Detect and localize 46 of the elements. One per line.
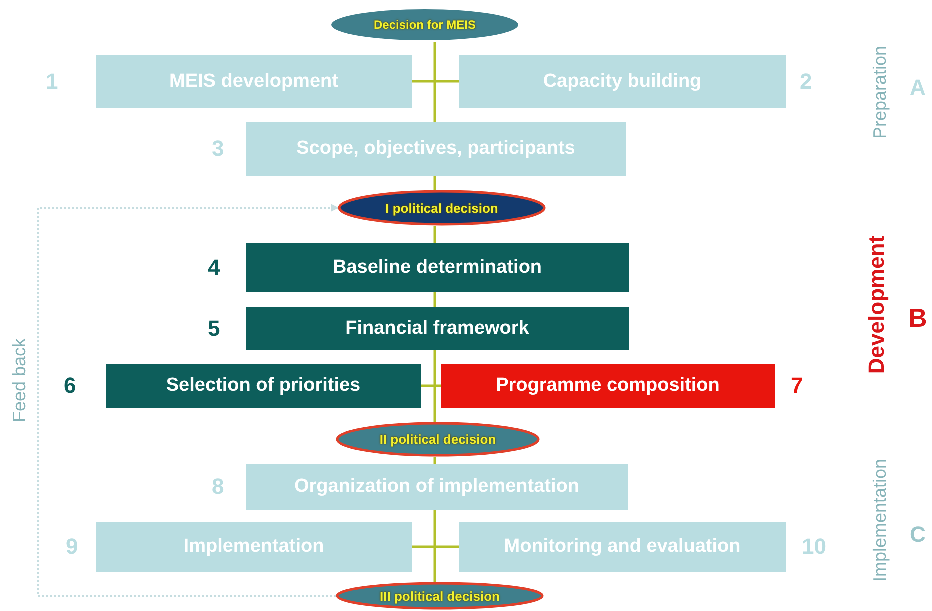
node-text: Monitoring and evaluation (504, 536, 741, 558)
connector-line (412, 546, 459, 548)
node-text: MEIS development (170, 70, 338, 92)
node-text: II political decision (380, 432, 496, 447)
node-text: Baseline determination (332, 256, 542, 278)
phase-label: Implementation (870, 458, 891, 582)
node-text: Programme composition (496, 375, 720, 397)
decision-ellipse (330, 8, 520, 42)
phase-label: Preparation (870, 45, 891, 139)
node-text: Organization of implementation (294, 476, 580, 498)
step-number: 4 (208, 254, 220, 280)
connector-line (434, 457, 436, 464)
feedback-arrow (37, 204, 339, 597)
edge-label: Feed back (10, 338, 31, 422)
node-text: I political decision (386, 200, 498, 216)
node-text: Scope, objectives, participants (296, 138, 576, 160)
connector-line (434, 292, 436, 307)
node-text: Financial framework (346, 318, 530, 340)
step-number: 7 (791, 373, 804, 399)
connector-line (412, 80, 459, 83)
step-number: 2 (800, 68, 812, 94)
connector-line (434, 350, 436, 422)
decision-ellipse (338, 190, 546, 226)
node-text: Implementation (184, 536, 324, 558)
step-number: 8 (212, 474, 224, 500)
connector-line (421, 384, 441, 388)
phase-letter: C (910, 522, 926, 548)
connector-line (434, 176, 436, 190)
phase-letter: B (908, 302, 928, 334)
connector-line (434, 42, 436, 122)
decision-ellipse (336, 582, 544, 610)
phase-label: Development (864, 236, 890, 374)
node-text: Decision for MEIS (374, 18, 476, 32)
phase-letter: A (910, 75, 926, 101)
node-text: III political decision (380, 588, 500, 604)
node-text: Selection of priorities (166, 375, 361, 397)
decision-ellipse (336, 422, 540, 457)
step-number: 5 (208, 316, 220, 342)
connector-line (434, 510, 436, 582)
step-number: 1 (46, 68, 58, 94)
step-number: 9 (66, 534, 78, 560)
node-text: Capacity building (543, 70, 702, 92)
step-number: 10 (802, 534, 826, 560)
step-number: 6 (64, 373, 76, 399)
connector-line (434, 226, 436, 243)
step-number: 3 (212, 136, 224, 162)
